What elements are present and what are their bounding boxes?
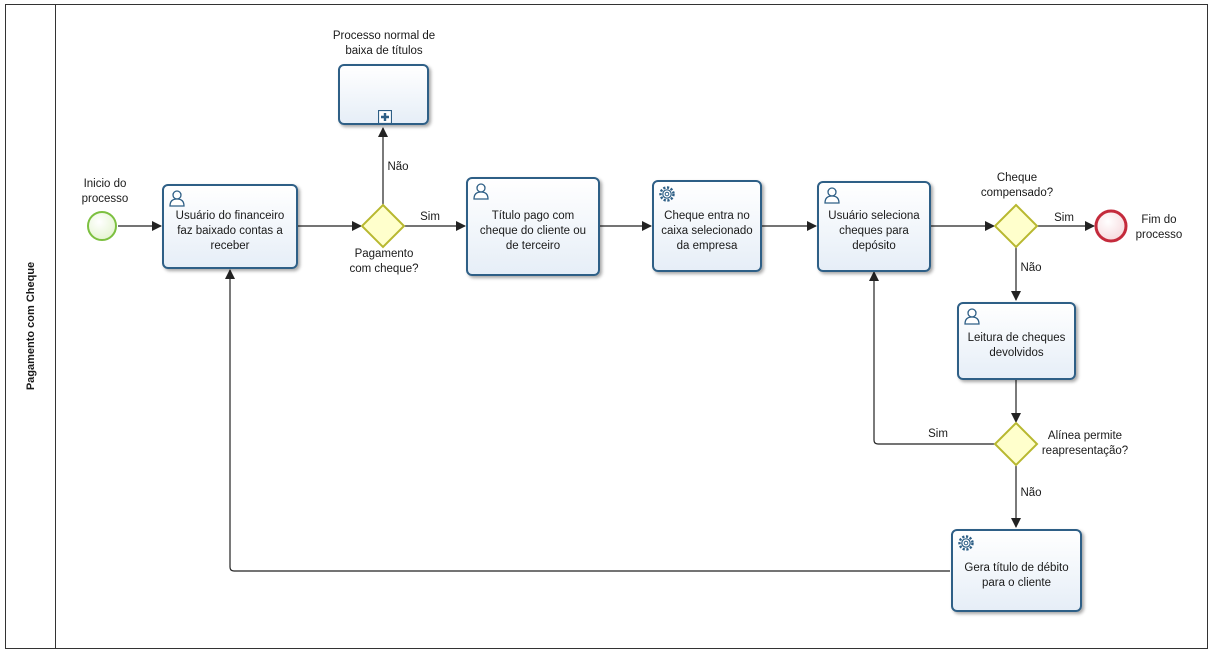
flow-label: Sim (928, 428, 948, 440)
task-label: Usuário seleciona cheques para depósito (828, 210, 920, 252)
user-icon (169, 190, 185, 207)
subprocess-label: Processo normal de baixa de títulos (332, 30, 436, 57)
task-seleciona-cheques: Usuário seleciona cheques para depósito (817, 181, 931, 272)
task-label: Gera título de débito para o cliente (964, 561, 1069, 589)
gateway-alinea (993, 421, 1039, 467)
task-usuario-financeiro: Usuário do financeiro faz baixado contas… (162, 184, 298, 269)
user-icon (824, 187, 840, 204)
flow-label: Não (387, 161, 409, 173)
gateway-pagamento-cheque (360, 203, 406, 249)
gear-icon (958, 535, 974, 551)
plus-icon (378, 110, 392, 124)
start-event-label: Inicio do processo (81, 178, 129, 205)
task-titulo-pago: Título pago com cheque do cliente ou de … (466, 177, 600, 276)
gateway-label: Pagamento com cheque? (349, 248, 419, 275)
task-gera-titulo: Gera título de débito para o cliente (951, 529, 1082, 612)
task-cheque-caixa: Cheque entra no caixa selecionado da emp… (652, 180, 762, 272)
task-label: Usuário do financeiro faz baixado contas… (175, 210, 285, 252)
end-event-label: Fim do processo (1135, 214, 1183, 241)
pool (5, 4, 1208, 649)
task-label: Leitura de cheques devolvidos (967, 332, 1066, 359)
task-label: Cheque entra no caixa selecionado da emp… (661, 209, 753, 252)
gear-icon (659, 186, 675, 202)
flow-t6-to-t1 (225, 269, 950, 572)
subprocess-baixa-titulos (338, 64, 429, 125)
gateway-label: Alínea permite reapresentação? (1041, 430, 1129, 457)
pool-header (5, 4, 56, 649)
flow-label: Não (1020, 487, 1042, 499)
start-event (87, 211, 117, 241)
task-label: Título pago com cheque do cliente ou de … (479, 210, 587, 252)
flow-label: Sim (420, 211, 440, 223)
task-leitura-devolvidos: Leitura de cheques devolvidos (957, 302, 1076, 380)
end-event (1094, 209, 1128, 243)
gateway-label: Cheque compensado? (980, 172, 1054, 199)
flow-label: Sim (1054, 212, 1074, 224)
flow-g3-to-t4 (869, 271, 995, 445)
gateway-cheque-compensado (993, 203, 1039, 249)
flow-label: Não (1020, 262, 1042, 274)
user-icon (473, 183, 489, 200)
user-icon (964, 308, 980, 325)
